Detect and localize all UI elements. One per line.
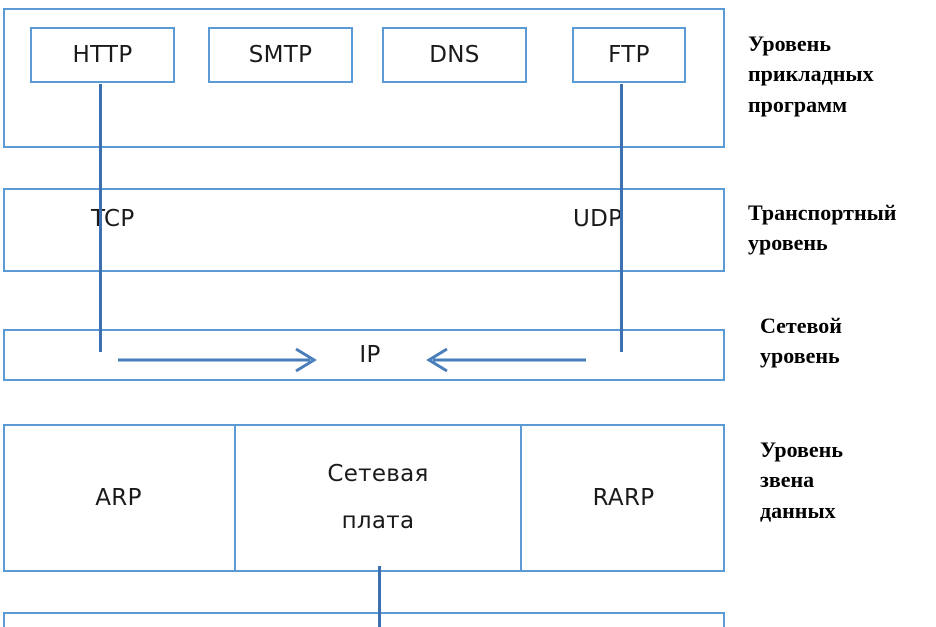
protocol-label-rarp: RARP <box>592 485 655 511</box>
protocol-box-ftp <box>572 27 686 83</box>
protocol-label-smtp: SMTP <box>248 42 313 68</box>
protocol-box-dns <box>382 27 527 83</box>
nic-label-line1: Сетевая <box>327 460 429 487</box>
protocol-label-http: HTTP <box>72 42 133 68</box>
layer-caption-datalink: Уровень звена данных <box>760 437 843 523</box>
layer-caption-transport: Транспортный уровень <box>748 200 897 256</box>
protocol-label-tcp: TCP <box>91 206 135 232</box>
transport-layer-band <box>3 188 725 272</box>
connector-tcp-to-ip <box>99 190 102 352</box>
protocol-label-ftp: FTP <box>608 42 650 68</box>
connector-udp-to-ip <box>620 190 623 352</box>
arrow-right-to-ip <box>118 347 317 373</box>
layer-caption-network: Сетевой уровень <box>760 313 842 369</box>
network-layer-band <box>3 329 725 381</box>
protocol-label-dns: DNS <box>429 42 480 68</box>
protocol-box-nic <box>234 424 522 572</box>
protocol-box-http <box>30 27 175 83</box>
protocol-label-udp: UDP <box>573 206 623 232</box>
nic-label-line2: плата <box>341 508 415 534</box>
layer-caption-application: Уровень прикладных программ <box>748 31 874 117</box>
protocol-label-ip: IP <box>359 342 381 368</box>
connector-http-to-tcp <box>99 84 102 190</box>
connector-nic-to-physical <box>378 566 381 627</box>
protocol-box-smtp <box>208 27 353 83</box>
connector-ftp-to-udp <box>620 84 623 190</box>
arrow-left-to-ip <box>426 347 586 373</box>
physical-layer-band-partial <box>3 612 725 627</box>
protocol-label-arp: ARP <box>95 485 142 511</box>
protocol-label-nic: Сетевая плата <box>234 424 522 572</box>
